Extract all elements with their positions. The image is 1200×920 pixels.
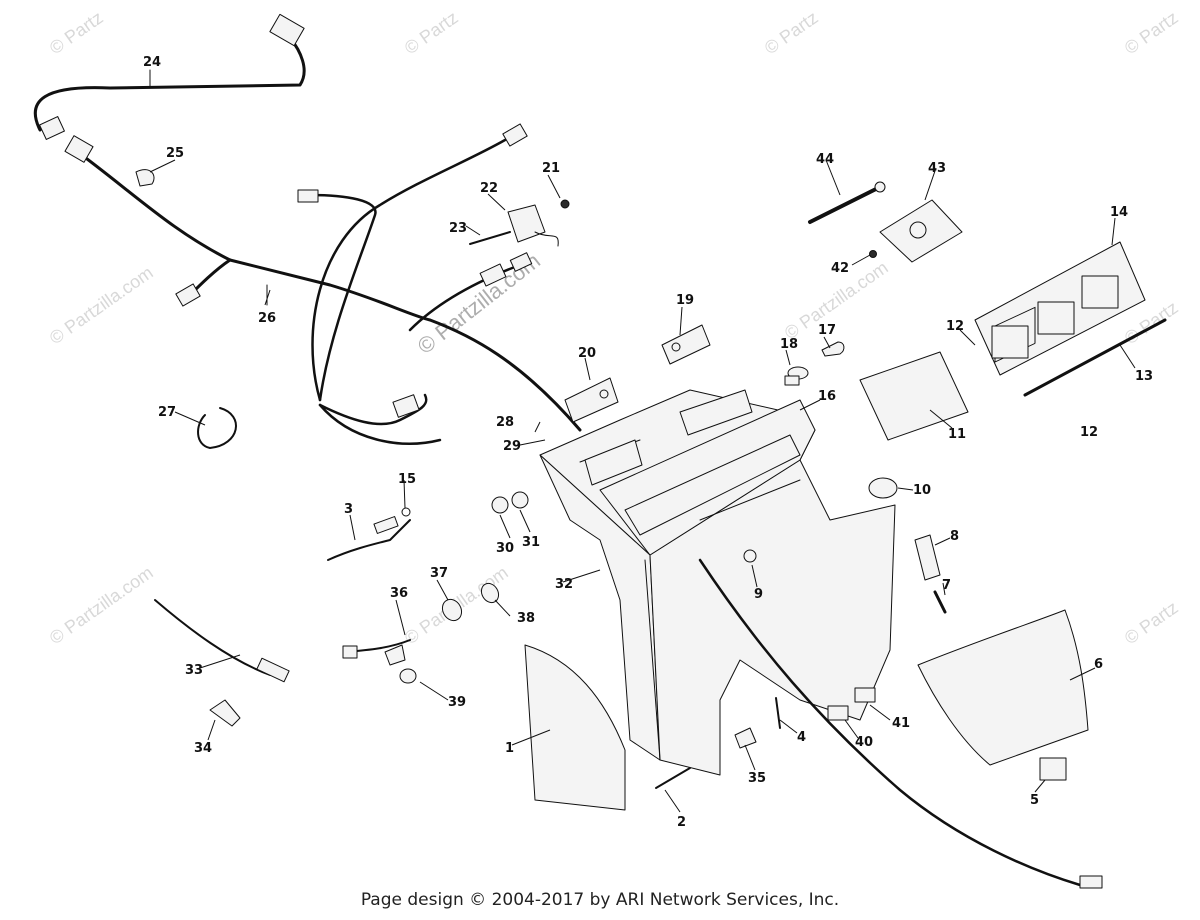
callout-11: 11 (948, 427, 966, 442)
part-panel-11 (859, 351, 969, 441)
part-speedometer-43 (808, 181, 963, 263)
callout-12a: 12 (946, 319, 964, 334)
callout-37: 37 (430, 566, 448, 581)
callout-40: 40 (855, 735, 873, 750)
callout-25: 25 (166, 146, 184, 161)
part-harness-26 (64, 123, 582, 445)
watermark-text: © Partz (46, 7, 107, 58)
callout-31: 31 (522, 535, 540, 550)
part-clip-25 (135, 169, 155, 187)
callout-3: 3 (344, 502, 353, 517)
part-switch-3 (327, 507, 411, 561)
callout-19: 19 (676, 293, 694, 308)
leader-lines (149, 159, 1136, 813)
part-ring-27 (197, 407, 237, 449)
watermark-text: © Partz (1121, 7, 1182, 58)
part-gauge-20 (564, 377, 619, 423)
callout-23: 23 (449, 221, 467, 236)
part-panel-1 (524, 644, 626, 811)
callout-34: 34 (194, 741, 212, 756)
part-plate-6 (917, 609, 1089, 766)
callout-44: 44 (816, 152, 834, 167)
callout-4: 4 (797, 730, 806, 745)
callout-17: 17 (818, 323, 836, 338)
part-bracket-34 (209, 699, 757, 749)
callout-10: 10 (913, 483, 931, 498)
part-cluster-14 (974, 241, 1167, 397)
callout-6: 6 (1094, 657, 1103, 672)
part-knob-10 (743, 477, 898, 563)
callout-43: 43 (928, 161, 946, 176)
callout-33: 33 (185, 663, 203, 678)
callout-35: 35 (748, 771, 766, 786)
part-harness-24 (33, 13, 306, 140)
callout-1: 1 (505, 741, 514, 756)
part-relay-22 (469, 199, 570, 247)
callout-15: 15 (398, 472, 416, 487)
watermark-text: © Partz (761, 7, 822, 58)
callout-21: 21 (542, 161, 560, 176)
watermark-text: © Partz (401, 7, 462, 58)
callout-41: 41 (892, 716, 910, 731)
callout-18: 18 (780, 337, 798, 352)
callout-20: 20 (578, 346, 596, 361)
callout-14: 14 (1110, 205, 1128, 220)
callout-39: 39 (448, 695, 466, 710)
part-light-assy-36 (342, 582, 500, 684)
callout-29: 29 (503, 439, 521, 454)
callout-42: 42 (831, 261, 849, 276)
callout-32: 32 (555, 577, 573, 592)
callout-8: 8 (950, 529, 959, 544)
part-gauge-19 (661, 324, 711, 365)
callout-30: 30 (496, 541, 514, 556)
callout-28: 28 (496, 415, 514, 430)
part-ignition-18 (784, 341, 845, 386)
callout-16: 16 (818, 389, 836, 404)
callout-26: 26 (258, 311, 276, 326)
part-cable-33 (154, 599, 290, 683)
callout-12b: 12 (1080, 425, 1098, 440)
watermark-text: © Partzilla.com (46, 262, 157, 348)
watermark-text: © Partzilla.com (46, 562, 157, 648)
callout-9: 9 (754, 587, 763, 602)
copyright-footer: Page design © 2004-2017 by ARI Network S… (360, 890, 840, 910)
part-console-32 (539, 389, 896, 776)
callout-13: 13 (1135, 369, 1153, 384)
callout-24: 24 (143, 55, 161, 70)
callout-38: 38 (517, 611, 535, 626)
part-throttle-cable (698, 558, 1103, 889)
part-screws (655, 697, 781, 789)
part-decals (827, 687, 1067, 781)
callout-36: 36 (390, 586, 408, 601)
callout-22: 22 (480, 181, 498, 196)
callout-27: 27 (158, 405, 176, 420)
callout-5: 5 (1030, 793, 1039, 808)
callout-layer: 1 2 3 4 5 6 7 8 9 10 11 12 12 13 14 15 1… (143, 55, 1153, 830)
callout-2: 2 (677, 815, 686, 830)
part-nuts-30-31 (491, 491, 529, 514)
callout-7: 7 (942, 578, 951, 593)
part-bracket-8 (914, 534, 947, 614)
watermark-text: © Partz (1121, 597, 1182, 648)
